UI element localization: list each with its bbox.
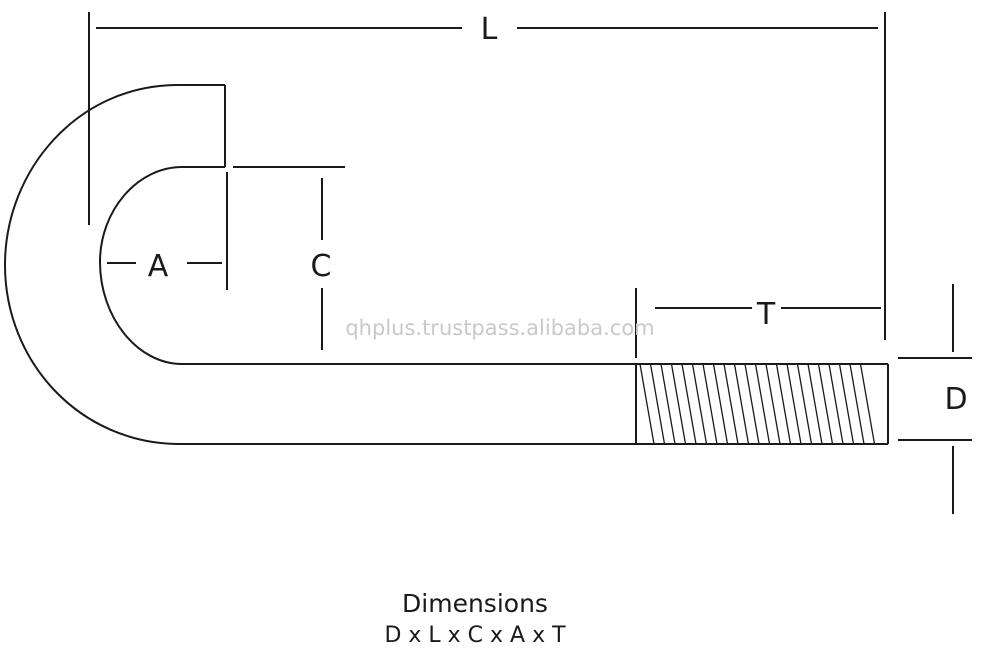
thread-line (639, 363, 655, 445)
thread-line (754, 363, 771, 445)
dimension-a-label: A (148, 249, 169, 284)
thread-line (723, 363, 739, 445)
thread-line (786, 363, 802, 445)
thread-line (817, 363, 834, 445)
thread-line (681, 363, 697, 445)
dimension-a: A (107, 172, 228, 290)
thread-line (807, 363, 823, 445)
dimension-t: T (635, 288, 881, 358)
thread-line (691, 363, 708, 445)
caption-title: Dimensions (402, 589, 548, 618)
bolt-outer-curve (3, 84, 636, 445)
dimension-t-label: T (756, 297, 776, 332)
threaded-section (636, 363, 889, 445)
dimension-l: L (88, 12, 886, 340)
dimension-c: C (233, 166, 345, 350)
dimension-l-label: L (481, 12, 498, 47)
thread-line (775, 363, 792, 445)
bolt-inner-curve (98, 166, 636, 365)
thread-line (796, 363, 813, 445)
dimension-d: D (898, 284, 972, 514)
j-bolt-shape (3, 84, 637, 445)
thread-line (765, 363, 781, 445)
thread-line (744, 363, 760, 445)
dimension-d-label: D (944, 382, 967, 417)
thread-line (712, 363, 729, 445)
thread-line (859, 363, 876, 445)
thread-line (828, 363, 844, 445)
thread-line (849, 363, 865, 445)
thread-line (733, 363, 750, 445)
dimension-c-label: C (311, 249, 332, 284)
thread-line (838, 363, 855, 445)
thread-line (702, 363, 718, 445)
thread-line (660, 363, 676, 445)
thread-hatching (639, 363, 876, 445)
caption-formula: D x L x C x A x T (384, 623, 566, 648)
thread-line (670, 363, 687, 445)
thread-line (649, 363, 666, 445)
watermark-text: qhplus.trustpass.alibaba.com (345, 316, 654, 340)
